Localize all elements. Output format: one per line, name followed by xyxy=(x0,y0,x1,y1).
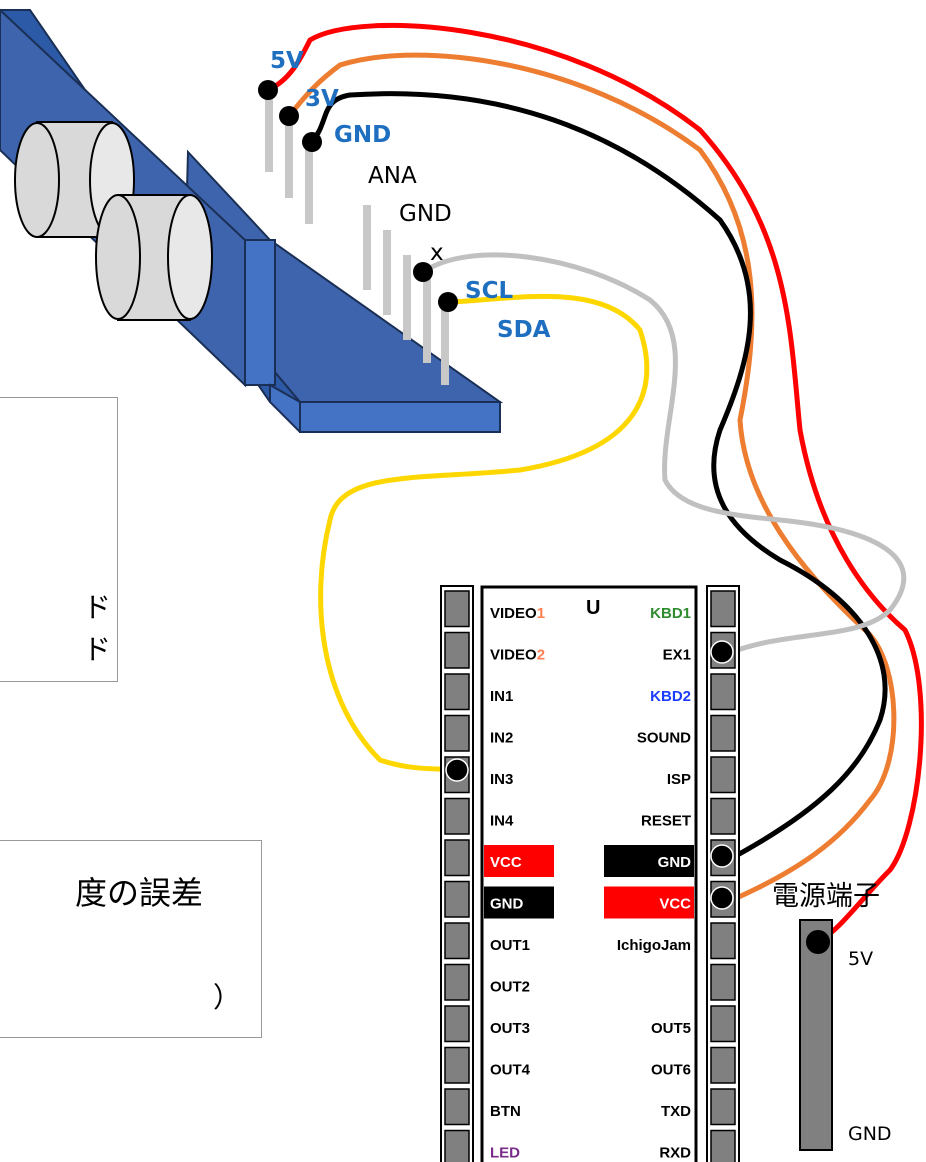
board-connection-dots xyxy=(445,640,734,910)
header-pin xyxy=(710,963,736,1001)
note-box-2-line-1: 度の誤差 xyxy=(75,874,204,912)
left-pin-header xyxy=(440,585,474,1162)
right-pin-label: RESET xyxy=(641,813,691,830)
header-pin xyxy=(710,922,736,960)
left-pin-label: IN1 xyxy=(490,688,513,705)
header-pin xyxy=(444,1088,470,1126)
note-box-1: ド ド xyxy=(0,397,118,682)
wire-red-5v xyxy=(265,22,924,945)
label-sda: SDA xyxy=(497,317,551,343)
wire-orange-3v xyxy=(286,52,897,903)
pin-header-signal xyxy=(363,205,449,385)
wires xyxy=(265,22,924,945)
left-pin-label: OUT3 xyxy=(490,1020,530,1037)
left-pin-label: LED xyxy=(490,1145,520,1162)
right-pin-label: SOUND xyxy=(637,730,691,747)
pin-highlight xyxy=(484,886,554,919)
right-pin-label: VCC xyxy=(659,896,691,913)
wire-black-gnd xyxy=(309,91,888,861)
label-x: x xyxy=(430,240,444,266)
header-pin xyxy=(444,922,470,960)
right-pin-label: GND xyxy=(658,854,692,871)
label-ana: ANA xyxy=(368,163,417,189)
left-pin-label: IN4 xyxy=(490,813,514,830)
power-terminal: 電源端子 5V GND xyxy=(772,881,892,1151)
right-pin-header xyxy=(706,585,740,1162)
note-box-2: 度の誤差 ） xyxy=(0,840,262,1038)
header-pin xyxy=(710,1088,736,1126)
left-pin-label: OUT1 xyxy=(490,937,530,954)
label-5v: 5V xyxy=(270,48,304,74)
header-pin xyxy=(444,880,470,918)
ultrasonic-sensor xyxy=(0,8,504,433)
header-pin xyxy=(710,797,736,835)
header-pin xyxy=(710,673,736,711)
right-pin-label: OUT6 xyxy=(651,1062,691,1079)
note-box-1-line-1: ド xyxy=(83,591,112,624)
note-box-1-line-2: ド xyxy=(83,633,112,666)
header-pin xyxy=(444,714,470,752)
header-pin xyxy=(444,1046,470,1084)
header-pin xyxy=(444,1129,470,1162)
left-pin-label: OUT4 xyxy=(490,1062,531,1079)
header-pin xyxy=(444,839,470,877)
header-pin xyxy=(444,1005,470,1043)
label-3v: 3V xyxy=(305,86,339,112)
right-pin-label: ISP xyxy=(667,771,691,788)
header-pin xyxy=(710,756,736,794)
right-pin-label: KBD2 xyxy=(650,688,691,705)
left-pin-label: OUT2 xyxy=(490,979,530,996)
left-pin-label: BTN xyxy=(490,1103,521,1120)
header-pin xyxy=(444,590,470,628)
right-pin-label: TXD xyxy=(661,1103,691,1120)
header-pin xyxy=(710,1129,736,1162)
header-pin xyxy=(710,1005,736,1043)
transducer-right xyxy=(95,194,213,321)
header-pin xyxy=(444,631,470,669)
header-pin xyxy=(710,590,736,628)
left-pin-label: GND xyxy=(490,896,524,913)
right-pin-label: KBD1 xyxy=(650,605,691,622)
right-pin-label: OUT5 xyxy=(651,1020,691,1037)
pin-highlight xyxy=(484,845,554,877)
left-pin-label: VIDEO2 xyxy=(490,647,545,664)
right-pin-label: EX1 xyxy=(663,647,691,664)
label-gnd-2: GND xyxy=(399,201,452,227)
transducer-left xyxy=(14,121,135,238)
power-label-5v: 5V xyxy=(848,948,873,970)
header-pin xyxy=(444,797,470,835)
pin-header-power xyxy=(265,92,313,224)
left-pin-label: IN2 xyxy=(490,730,513,747)
label-scl: SCL xyxy=(465,278,513,304)
left-pin-label: VCC xyxy=(490,854,522,871)
sensor-connection-dots xyxy=(258,80,458,312)
power-label-gnd: GND xyxy=(848,1123,892,1145)
header-pin xyxy=(444,963,470,1001)
label-gnd: GND xyxy=(334,122,391,148)
wire-gray-x xyxy=(420,252,907,655)
note-box-2-line-2: ） xyxy=(213,981,242,1014)
right-pin-label: IchigoJam xyxy=(617,937,691,954)
left-pin-label: VIDEO1 xyxy=(490,605,545,622)
pin-highlight xyxy=(604,845,694,877)
power-title: 電源端子 xyxy=(772,881,880,912)
wire-yellow-scl xyxy=(318,293,650,773)
header-pin xyxy=(710,714,736,752)
right-pin-label: RXD xyxy=(659,1145,691,1162)
header-pin xyxy=(444,673,470,711)
board-logo: U xyxy=(586,597,600,619)
left-pin-label: IN3 xyxy=(490,771,513,788)
pin-highlight xyxy=(604,886,694,919)
header-pin xyxy=(710,1046,736,1084)
